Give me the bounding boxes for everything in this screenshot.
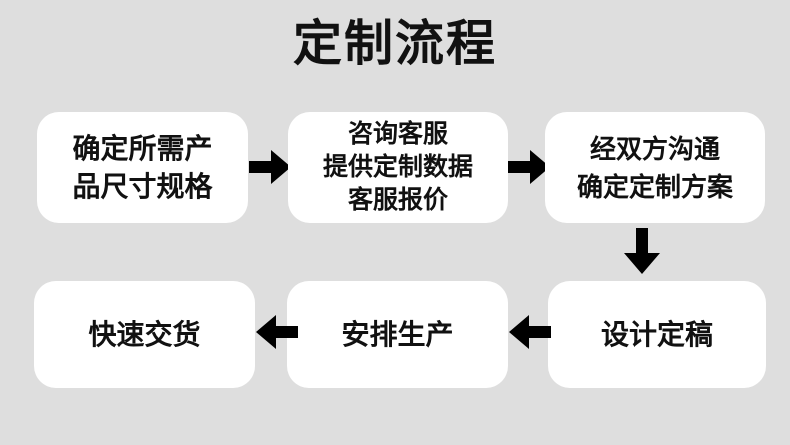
arrow-right-icon	[508, 150, 550, 184]
flow-node-line: 确定所需产	[72, 132, 213, 164]
flow-node-line: 客服报价	[347, 186, 448, 214]
flow-node-design-final[interactable]: 设计定稿	[548, 281, 766, 388]
flow-node-determine-spec[interactable]: 确定所需产 品尺寸规格	[37, 112, 248, 223]
arrow-left-icon	[509, 315, 551, 349]
flow-node-arrange-production[interactable]: 安排生产	[287, 281, 508, 388]
flow-node-line: 快速交货	[88, 318, 201, 350]
arrow-left-icon	[256, 315, 298, 349]
flow-node-confirm-plan[interactable]: 经双方沟通 确定定制方案	[545, 112, 765, 223]
page-title: 定制流程	[292, 17, 497, 71]
flow-node-line: 安排生产	[341, 318, 454, 350]
flow-node-fast-delivery[interactable]: 快速交货	[34, 281, 255, 388]
flow-node-line: 品尺寸规格	[72, 170, 213, 202]
flow-node-line: 确定定制方案	[576, 171, 733, 202]
arrow-right-icon	[249, 150, 291, 184]
flow-node-line: 提供定制数据	[322, 153, 473, 181]
flow-node-line: 经双方沟通	[589, 133, 720, 164]
flow-node-line: 咨询客服	[347, 120, 448, 148]
flow-node-line: 设计定稿	[600, 318, 713, 350]
arrow-down-icon	[624, 228, 660, 274]
flow-node-consult-service[interactable]: 咨询客服 提供定制数据 客服报价	[288, 112, 508, 223]
